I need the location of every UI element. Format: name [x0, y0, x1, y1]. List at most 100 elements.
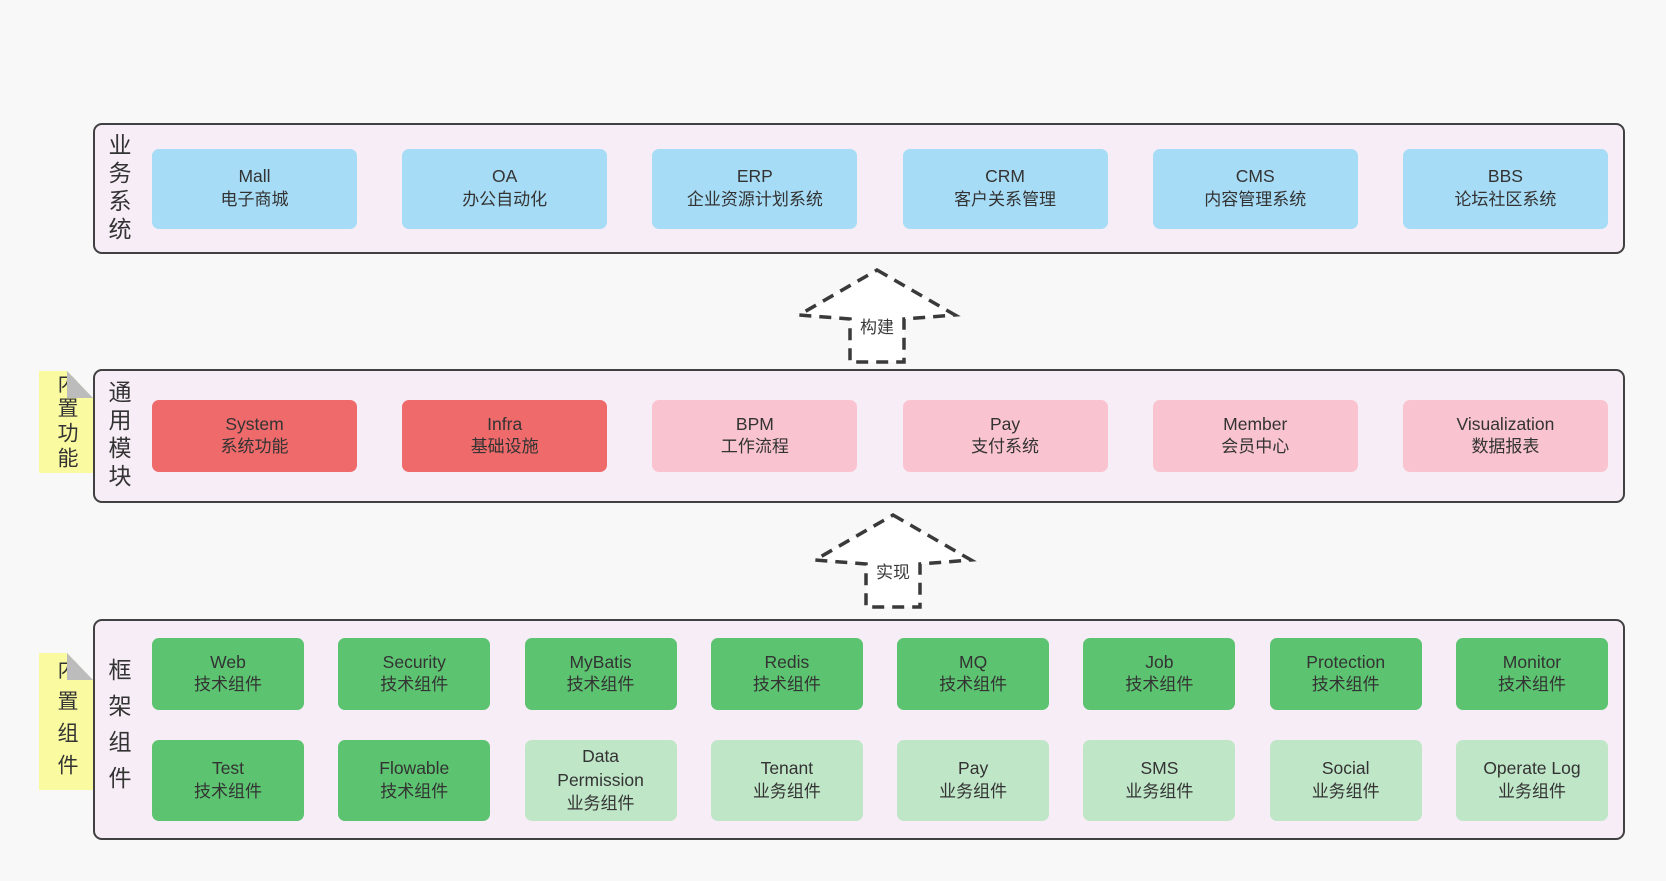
- box-title: Web: [210, 651, 246, 672]
- box-title: Visualization: [1456, 413, 1555, 434]
- box-subtitle: 业务组件: [1125, 781, 1194, 801]
- build-arrow: 构建: [792, 264, 962, 368]
- box-title: Operate Log: [1483, 758, 1581, 779]
- box-title: System: [225, 413, 284, 434]
- box-subtitle: 技术组件: [380, 675, 449, 695]
- sticky-built-in-components-label: 内置组件: [55, 657, 78, 786]
- box-title: Redis: [764, 651, 810, 672]
- box-subtitle: 企业资源计划系统: [686, 189, 823, 209]
- box-subtitle: 技术组件: [1125, 675, 1194, 695]
- box-subtitle: 技术组件: [194, 675, 262, 695]
- box-subtitle: 系统功能: [220, 437, 289, 457]
- box-common-modules-visualization: Visualization 数据报表: [1402, 400, 1608, 472]
- box-subtitle: 技术组件: [566, 675, 635, 695]
- sticky-fold-icon: [67, 371, 93, 398]
- box-title: MQ: [959, 651, 988, 672]
- box-title: BPM: [735, 413, 774, 434]
- box-subtitle: 内容管理系统: [1204, 189, 1307, 209]
- box-subtitle: 技术组件: [1497, 675, 1566, 695]
- dashed-up-arrow-icon: [793, 267, 961, 364]
- box-title: Test: [211, 758, 245, 779]
- dashed-up-arrow-icon: [809, 512, 977, 609]
- box-title: Data Permission: [557, 746, 644, 791]
- box-subtitle: 会员中心: [1221, 437, 1290, 457]
- band-label-framework-components: 框架组件: [105, 657, 131, 802]
- box-title: BBS: [1487, 166, 1523, 187]
- box-framework-components-monitor: Monitor 技术组件: [1455, 638, 1608, 710]
- box-subtitle: 业务组件: [1497, 781, 1566, 801]
- box-title: Mall: [238, 166, 271, 187]
- box-common-modules-member: Member 会员中心: [1152, 400, 1358, 472]
- box-title: CRM: [985, 166, 1025, 187]
- box-subtitle: 业务组件: [939, 781, 1008, 801]
- box-title: Pay: [958, 758, 989, 779]
- box-title: Social: [1321, 758, 1370, 779]
- box-subtitle: 技术组件: [194, 781, 262, 801]
- box-subtitle: 数据报表: [1471, 437, 1540, 457]
- box-common-modules-bpm: BPM 工作流程: [652, 400, 858, 472]
- box-framework-components-job: Job 技术组件: [1083, 638, 1236, 710]
- box-title: SMS: [1140, 758, 1179, 779]
- box-subtitle: 论坛社区系统: [1454, 189, 1557, 209]
- band-framework-components: 框架组件 Web 技术组件 Security 技术组件 MyBatis 技术组件 Redis…: [93, 619, 1625, 840]
- box-framework-components-protection: Protection 技术组件: [1269, 638, 1422, 710]
- box-subtitle: 技术组件: [1311, 675, 1380, 695]
- box-framework-components-mybatis: MyBatis 技术组件: [524, 638, 677, 710]
- box-title: Flowable: [379, 758, 450, 779]
- band-label-common-modules: 通用模块: [105, 380, 131, 492]
- box-subtitle: 技术组件: [380, 781, 449, 801]
- implement-arrow-label: 实现: [876, 563, 910, 582]
- sticky-note-built-in-functions: 内置功能: [39, 371, 93, 473]
- box-title: CMS: [1235, 166, 1275, 187]
- band-label-business-systems: 业务系统: [105, 132, 131, 245]
- box-title: Security: [382, 651, 446, 672]
- box-subtitle: 业务组件: [752, 781, 821, 801]
- box-title: Infra: [487, 413, 523, 434]
- box-common-modules-system: System 系统功能: [152, 400, 357, 472]
- box-subtitle: 电子商城: [220, 189, 289, 209]
- box-common-modules-infra: Infra 基础设施: [402, 400, 608, 472]
- box-title: Member: [1223, 413, 1288, 434]
- box-title: OA: [492, 166, 518, 187]
- box-subtitle: 业务组件: [566, 793, 635, 813]
- box-subtitle: 基础设施: [470, 437, 539, 457]
- box-subtitle: 工作流程: [720, 437, 789, 457]
- box-title: Protection: [1306, 651, 1386, 672]
- box-framework-components-security: Security 技术组件: [338, 638, 491, 710]
- box-title: ERP: [736, 166, 773, 187]
- build-arrow-label: 构建: [860, 318, 894, 337]
- box-subtitle: 办公自动化: [462, 189, 548, 209]
- box-title: Tenant: [760, 758, 814, 779]
- sticky-fold-icon: [67, 653, 93, 680]
- box-framework-components-web: Web 技术组件: [152, 638, 304, 710]
- box-title: Monitor: [1502, 651, 1562, 672]
- box-title: MyBatis: [569, 651, 632, 672]
- box-title: Job: [1145, 651, 1174, 672]
- box-subtitle: 客户关系管理: [954, 189, 1057, 209]
- box-subtitle: 业务组件: [1311, 781, 1380, 801]
